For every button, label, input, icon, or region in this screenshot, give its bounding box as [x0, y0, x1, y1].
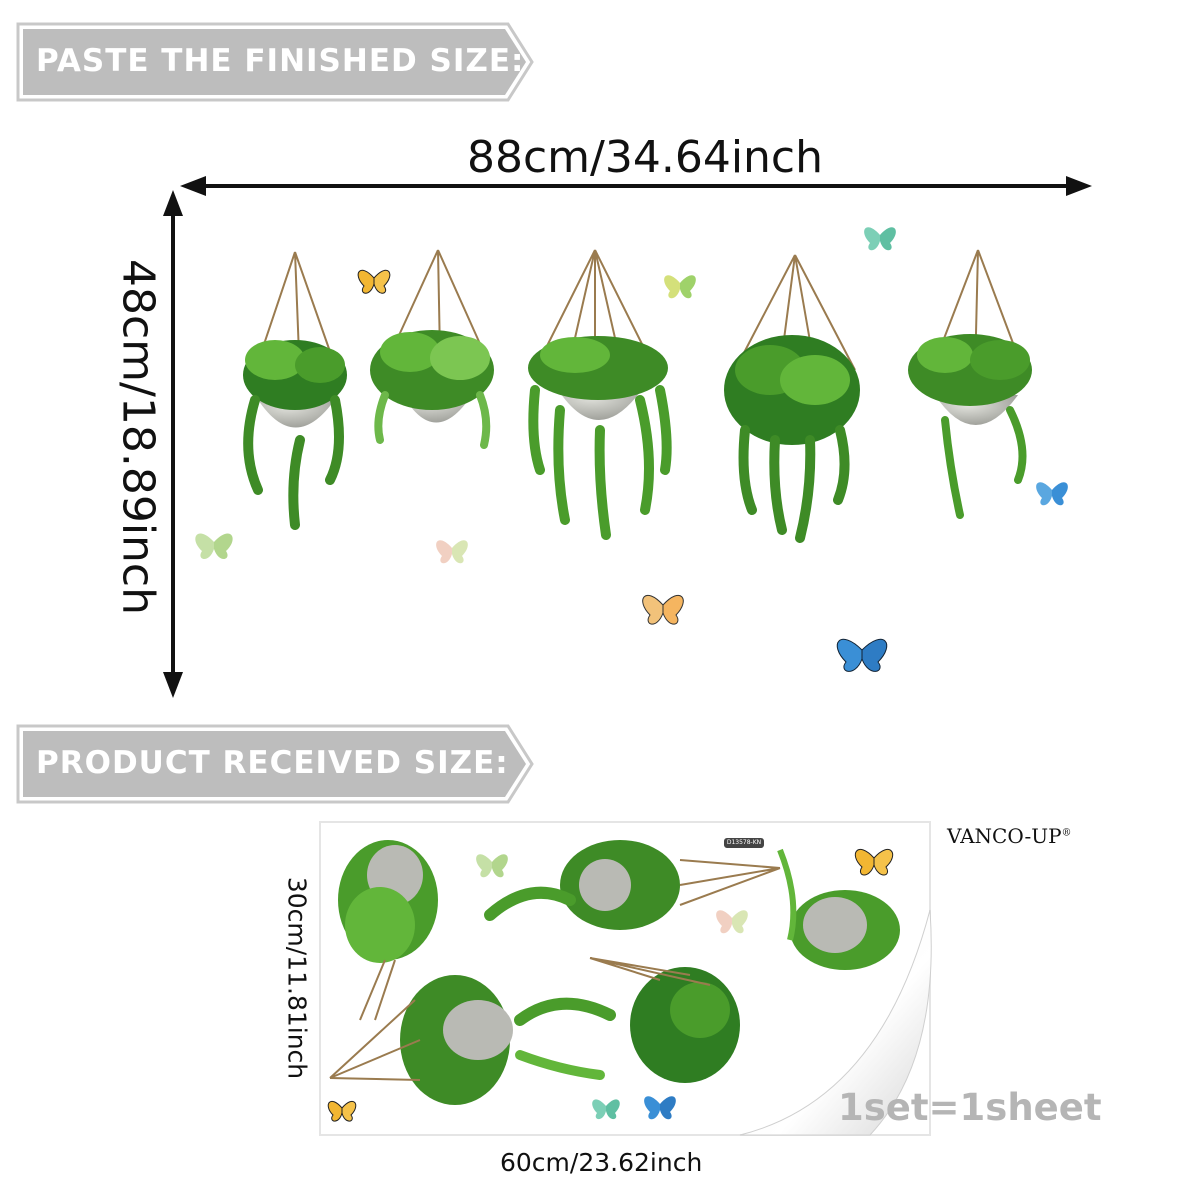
received-width-label: 60cm/23.62inch [500, 1148, 703, 1177]
width-arrow-icon [180, 176, 1092, 196]
registered-mark: ® [1061, 827, 1072, 839]
height-arrow-icon [163, 190, 183, 698]
butterfly-icon [357, 269, 391, 294]
hanging-plant-icon [724, 254, 860, 543]
sheet-code-label: D13578-KN [724, 838, 764, 848]
sheet-curl [739, 909, 932, 1136]
brand-name: VANCO-UP [947, 824, 1062, 848]
plant-icon [484, 840, 781, 930]
received-height-label: 30cm/11.81inch [282, 876, 312, 1080]
finished-width-label: 88cm/34.64inch [466, 132, 824, 183]
banner-arrow-shape [16, 22, 534, 102]
hanging-plant-icon [370, 249, 494, 449]
received-size-banner: PRODUCT RECEIVED SIZE: [16, 724, 534, 804]
hanging-plant-icon [243, 251, 347, 530]
butterfly-icon [836, 638, 888, 672]
butterfly-icon [1036, 482, 1068, 506]
butterfly-icon [476, 854, 508, 878]
butterfly-icon [644, 1096, 676, 1120]
received-size-banner-text: PRODUCT RECEIVED SIZE: [36, 745, 509, 781]
butterfly-icon [436, 540, 468, 564]
butterfly-icon [864, 227, 896, 251]
set-info-label: 1set=1sheet [838, 1086, 1102, 1129]
plant-icon [329, 975, 616, 1105]
plant-icon [589, 957, 740, 1083]
butterfly-icon [592, 1099, 620, 1120]
butterfly-icon [854, 849, 894, 876]
butterfly-icon [642, 594, 684, 625]
hanging-plant-icon [908, 249, 1032, 519]
plant-icon [338, 840, 438, 1021]
butterfly-icon [664, 275, 696, 299]
plant-icon [777, 848, 900, 970]
brand-logo-text: VANCO-UP® [947, 824, 1072, 848]
finished-size-banner-text: PASTE THE FINISHED SIZE: [36, 43, 525, 79]
banner-arrow-shape [16, 724, 534, 804]
hanging-plant-icon [528, 249, 672, 540]
finished-size-banner: PASTE THE FINISHED SIZE: [16, 22, 534, 102]
butterfly-icon [327, 1100, 357, 1122]
butterfly-icon [195, 533, 233, 560]
butterfly-icon [716, 910, 748, 934]
